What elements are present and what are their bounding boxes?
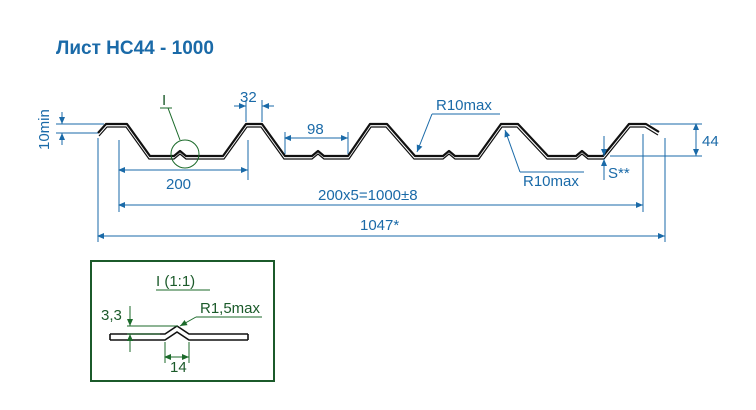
useful-width-label: 200x5=1000±8 bbox=[318, 187, 418, 204]
detail-mark-label: I bbox=[162, 92, 166, 109]
pitch-dimension: 200 bbox=[118, 140, 249, 193]
sheet-profile bbox=[97, 122, 660, 160]
detail-title: I (1:1) bbox=[156, 273, 195, 290]
thickness-label: S** bbox=[608, 165, 630, 182]
detail-radius-label: R1,5max bbox=[200, 300, 261, 317]
thickness-dimension: S** bbox=[601, 136, 630, 182]
detail-width-label: 14 bbox=[170, 359, 187, 376]
pitch-label: 200 bbox=[166, 176, 191, 193]
edge-height-dimension: 10min bbox=[36, 109, 104, 150]
full-width-dimension: 1047* bbox=[97, 138, 666, 242]
full-width-label: 1047* bbox=[360, 217, 399, 234]
sheet-title: Лист НС44 - 1000 bbox=[56, 38, 214, 59]
top-width-label: 32 bbox=[240, 89, 257, 106]
detail-height-label: 3,3 bbox=[101, 307, 122, 324]
mid-width-dimension: 98 bbox=[284, 121, 349, 154]
radius-bottom-callout: R10max bbox=[504, 129, 584, 190]
useful-width-dimension: 200x5=1000±8 bbox=[118, 134, 644, 212]
edge-height-label: 10min bbox=[36, 109, 53, 150]
detail-view: I (1:1) 3,3 R1,5max 14 bbox=[90, 260, 275, 382]
radius-top-callout: R10max bbox=[416, 97, 500, 153]
radius-top-label: R10max bbox=[436, 97, 492, 114]
mid-width-label: 98 bbox=[307, 121, 324, 138]
radius-bottom-label: R10max bbox=[523, 173, 579, 190]
profile-height-dimension: 44 bbox=[610, 123, 719, 157]
profile-height-label: 44 bbox=[702, 133, 719, 150]
top-width-dimension: 32 bbox=[234, 89, 274, 122]
